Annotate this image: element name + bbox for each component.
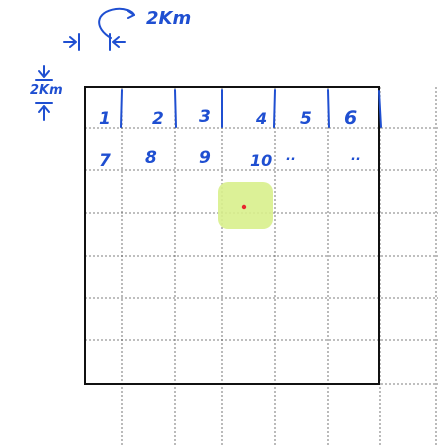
map-frame (84, 86, 380, 385)
down-arrow-icon (35, 65, 53, 81)
cell-number-9: 9 (199, 148, 211, 168)
cell-numbers: 1 2 3 4 5 6 7 8 9 10 .. .. (99, 107, 361, 171)
cell-number-1: 1 (99, 109, 111, 129)
location-dot (241, 204, 247, 210)
up-arrow-icon (35, 102, 53, 121)
left-tick-arrow-icon (63, 33, 80, 51)
cell-number-7: 7 (99, 151, 111, 171)
cell-number-4: 4 (255, 109, 267, 128)
cell-number-3: 3 (199, 107, 211, 127)
cell-number-12: .. (351, 149, 361, 164)
cell-number-8: 8 (145, 148, 157, 168)
vertical-scale-label: 2Km (30, 83, 63, 98)
scale-annotation: 2Km 2Km (30, 7, 191, 121)
right-tick-arrow-icon (109, 33, 126, 51)
first-row-dividers (120, 89, 382, 128)
horizontal-scale-label: 2Km (146, 8, 191, 29)
cell-number-11: .. (286, 149, 296, 164)
cell-number-10: 10 (250, 151, 272, 170)
cell-number-2: 2 (152, 109, 164, 129)
curved-arrow-icon (98, 7, 135, 39)
dashed-grid (85, 87, 438, 445)
cell-number-5: 5 (300, 109, 312, 129)
cell-number-6: 6 (344, 107, 357, 129)
